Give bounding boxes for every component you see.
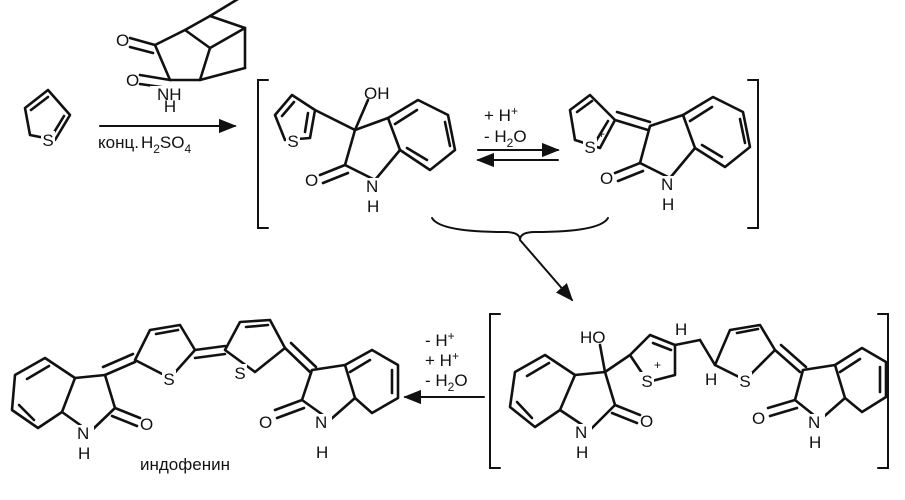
svg-text:+: +	[654, 358, 661, 372]
svg-text:N: N	[315, 413, 327, 432]
svg-text:H: H	[662, 195, 674, 214]
isatin-oxygen-1: O	[116, 31, 129, 50]
isatin-nh: NH	[157, 85, 182, 104]
dimer-bracket	[489, 313, 889, 469]
thiophene-molecule: S	[23, 88, 72, 150]
svg-text:O: O	[140, 415, 153, 434]
svg-text:S: S	[163, 370, 174, 389]
svg-text:N: N	[808, 413, 820, 432]
svg-text:N: N	[575, 423, 587, 442]
svg-text:O: O	[305, 171, 318, 190]
svg-text:H: H	[705, 370, 717, 389]
minus-water-label: - H2O	[484, 127, 527, 150]
svg-text:+: +	[598, 127, 605, 141]
final-step-arrow: - H+ + H+ - H2O	[403, 329, 485, 405]
svg-text:H: H	[809, 433, 821, 452]
svg-text:S: S	[287, 132, 298, 151]
svg-text:S: S	[234, 364, 245, 383]
minus-h-label: - H+	[425, 329, 455, 350]
svg-text:H: H	[78, 444, 90, 463]
svg-text:S: S	[641, 372, 652, 391]
svg-text:O: O	[640, 412, 653, 431]
thiophene-sulfur: S	[42, 131, 53, 150]
combination-arrow	[431, 217, 609, 302]
intermediate-bracket	[257, 79, 759, 229]
plus-h-label-2: + H+	[425, 349, 459, 370]
svg-text:S: S	[739, 372, 750, 391]
svg-text:O: O	[600, 169, 613, 188]
svg-text:OH: OH	[364, 84, 390, 103]
indophenine-product: O N H S S O N H индофенин	[10, 318, 400, 474]
dimer-intermediate: O N H HO S + H H S O N H	[508, 320, 888, 462]
svg-text:N: N	[366, 177, 378, 196]
thiophenium-cation-intermediate: S + O N H	[568, 93, 752, 214]
svg-text:H: H	[675, 320, 687, 339]
isatin-oxygen-2: O	[126, 71, 139, 90]
equilibrium-arrows: + H+ - H2O	[476, 104, 560, 168]
svg-text:HO: HO	[580, 328, 606, 347]
plus-h-label: + H+	[484, 104, 518, 125]
svg-text:H: H	[367, 197, 379, 216]
acid-condition: конц.H2SO4	[98, 133, 191, 156]
minus-water-label-2: - H2O	[425, 371, 468, 394]
svg-text:H: H	[316, 443, 328, 462]
step1-arrow: H конц.H2SO4	[98, 97, 237, 156]
svg-text:N: N	[661, 175, 673, 194]
arrow-h-label: H	[164, 97, 176, 116]
product-name-label: индофенин	[140, 455, 230, 474]
svg-text:H: H	[576, 443, 588, 462]
svg-text:O: O	[752, 409, 765, 428]
svg-text:N: N	[77, 424, 89, 443]
isatin-molecule: O O NH	[116, 0, 247, 104]
hydroxy-oxindole-intermediate: S OH O N H	[273, 84, 457, 216]
svg-text:O: O	[259, 413, 272, 432]
svg-text:S: S	[584, 138, 595, 157]
